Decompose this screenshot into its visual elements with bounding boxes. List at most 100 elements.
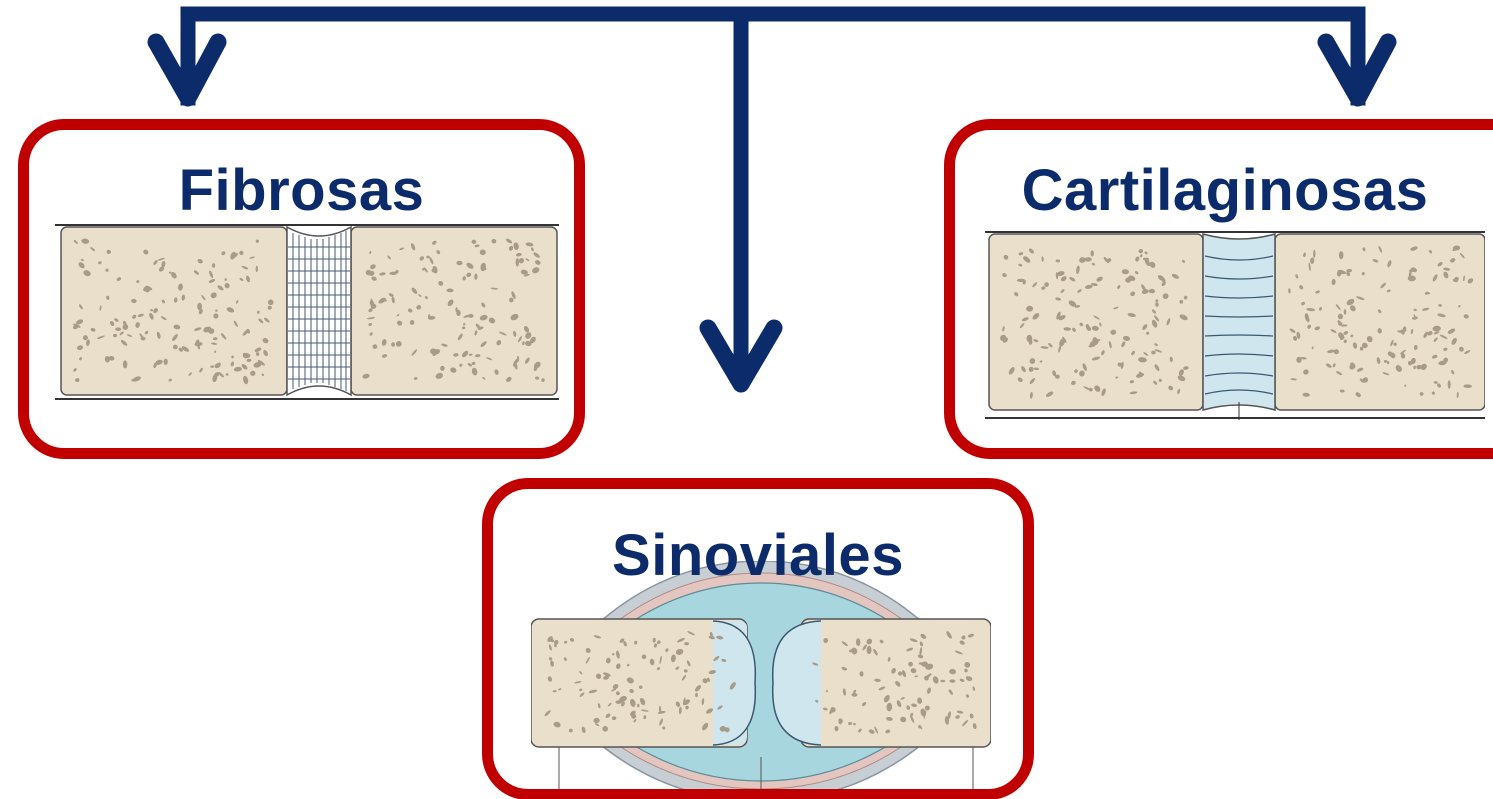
fibrosas-title: Fibrosas xyxy=(178,158,425,223)
bone-pore xyxy=(1425,291,1431,295)
bone-pore xyxy=(685,705,689,710)
bone-pore xyxy=(413,377,418,380)
bone-pore xyxy=(157,257,166,261)
bone-pore xyxy=(467,363,473,367)
bone-pore xyxy=(233,366,242,372)
bone-pore xyxy=(1171,273,1179,279)
bone-pore xyxy=(1338,251,1344,260)
bone-pore xyxy=(181,294,186,301)
bone-pore xyxy=(484,267,487,271)
bone-pore xyxy=(378,297,386,304)
bone-pore xyxy=(585,647,591,654)
bone-pore xyxy=(1432,325,1441,332)
bone-pore xyxy=(1169,356,1173,363)
bone-pore xyxy=(678,706,682,715)
bone-pore xyxy=(113,333,117,338)
bone-pore xyxy=(1433,331,1440,335)
bone-pores xyxy=(544,631,977,734)
bone-pore xyxy=(245,275,251,283)
bone-pore xyxy=(253,361,262,368)
bone-pore xyxy=(80,258,84,262)
bone-pore xyxy=(410,243,416,251)
bone-pore xyxy=(75,378,80,383)
bone-pore xyxy=(823,707,828,711)
bone-pore xyxy=(370,264,376,270)
bone-pore xyxy=(1084,257,1092,262)
bone-pore xyxy=(498,331,507,336)
bone-pore xyxy=(716,635,724,640)
bone-pore xyxy=(1055,297,1061,301)
bone-pore xyxy=(1456,391,1459,399)
bone-pore xyxy=(1120,361,1124,369)
bone-pore xyxy=(1141,289,1149,295)
bone-pore xyxy=(172,344,178,350)
bone-pore xyxy=(244,352,249,357)
bone-pore xyxy=(1333,349,1339,355)
bone-pore xyxy=(581,726,586,733)
bone-pore xyxy=(387,255,391,260)
bone-pore xyxy=(456,260,463,266)
bone-pore xyxy=(1151,319,1158,328)
bone-pore xyxy=(972,686,976,691)
bone-pore xyxy=(90,327,96,332)
bone-pore xyxy=(239,250,244,256)
bone-pore xyxy=(381,339,387,346)
bone-pore xyxy=(948,689,953,695)
bone-pore xyxy=(910,668,917,674)
bone-pore xyxy=(665,648,669,652)
fibrosas-box: Fibrosas xyxy=(18,119,585,459)
bone-pore xyxy=(633,719,637,723)
bone-pore xyxy=(1340,324,1348,327)
cartilaginosas-box: Cartilaginosas xyxy=(944,119,1493,459)
bone-pore xyxy=(1303,369,1309,375)
bone-pore xyxy=(1091,262,1096,266)
bone-pore xyxy=(834,726,839,732)
bone-pore xyxy=(909,638,918,643)
bone-pore xyxy=(631,713,637,719)
bone-pore xyxy=(910,712,914,717)
bone-pore xyxy=(626,663,630,667)
bone-pore xyxy=(172,333,178,342)
bone-pore xyxy=(1386,289,1391,293)
cartilaginosas-title: Cartilaginosas xyxy=(1021,158,1429,223)
bone-pore xyxy=(529,336,536,344)
bone-pore xyxy=(463,322,466,326)
bone-pore xyxy=(1439,334,1448,340)
bone-pore xyxy=(122,324,129,330)
bone-pore xyxy=(658,705,662,714)
bone-pore xyxy=(563,640,568,644)
bone-pore xyxy=(1041,256,1044,262)
bone-pore xyxy=(250,370,256,376)
bone-pore xyxy=(1068,300,1077,307)
bone-pore xyxy=(1433,337,1438,343)
bone-pore xyxy=(76,345,84,351)
bone-pore xyxy=(1157,275,1165,281)
bone-pore xyxy=(114,318,119,322)
bone-pore xyxy=(418,294,422,297)
bone-pore xyxy=(1447,380,1451,389)
bone-pore xyxy=(1451,337,1457,345)
bone-pore xyxy=(657,640,661,645)
bone-pore xyxy=(143,287,147,292)
bone-pore xyxy=(1378,309,1382,314)
bone-pore xyxy=(1107,258,1112,262)
bone-pore xyxy=(1400,329,1405,335)
bone-pore xyxy=(214,350,217,353)
bone-pore xyxy=(432,348,438,357)
bone-pore xyxy=(1423,331,1428,339)
bone-pore xyxy=(1395,365,1402,372)
bone-pore xyxy=(135,322,140,328)
bone-pore xyxy=(1361,272,1365,276)
bone-pore xyxy=(1131,350,1135,356)
bone-pore xyxy=(122,360,128,369)
bone-pore xyxy=(1352,342,1358,349)
bone-pore xyxy=(841,641,848,647)
bone-pore xyxy=(874,726,879,734)
bone-pore xyxy=(1099,322,1102,327)
bone-pore xyxy=(701,698,705,705)
bone-pore xyxy=(1452,245,1461,251)
bone-pore xyxy=(243,375,249,385)
bone-pore xyxy=(1315,290,1320,294)
bone-pore xyxy=(898,671,903,676)
bone-pore xyxy=(1069,276,1076,282)
